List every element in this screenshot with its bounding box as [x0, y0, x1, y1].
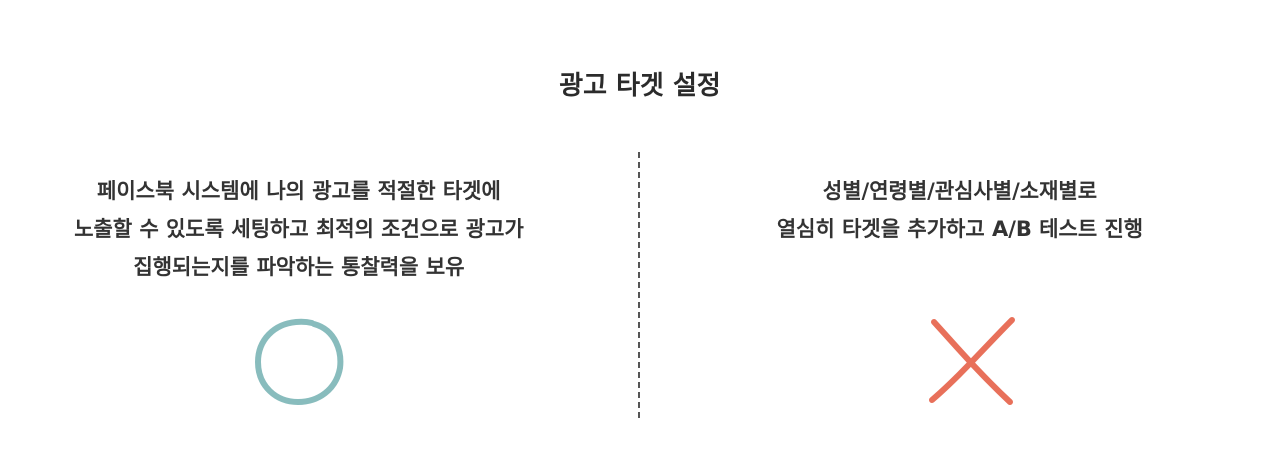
cross-stroke-2-texture — [934, 322, 1010, 400]
cross-x-icon — [929, 317, 1015, 405]
correct-line-2: 노출할 수 있도록 세팅하고 최적의 조건으로 광고가 — [74, 217, 524, 241]
circle-stroke — [254, 318, 344, 406]
page-title: 광고 타겟 설정 — [559, 71, 721, 101]
wrong-line-2: 열심히 타겟을 추가하고 A/B 테스트 진행 — [776, 217, 1144, 241]
correct-approach-text: 페이스북 시스템에 나의 광고를 적절한 타겟에 노출할 수 있도록 세팅하고 … — [0, 172, 598, 286]
cross-stroke-1-texture — [934, 324, 1008, 400]
dashed-divider — [638, 152, 640, 418]
wrong-approach-text: 성별/연령별/관심사별/소재별로 열심히 타겟을 추가하고 A/B 테스트 진행 — [650, 172, 1270, 248]
correct-line-3: 집행되는지를 파악하는 통찰력을 보유 — [133, 255, 465, 279]
wrong-line-1: 성별/연령별/관심사별/소재별로 — [822, 179, 1098, 203]
correct-line-1: 페이스북 시스템에 나의 광고를 적절한 타겟에 — [97, 179, 501, 203]
circle-check-icon — [254, 318, 344, 406]
